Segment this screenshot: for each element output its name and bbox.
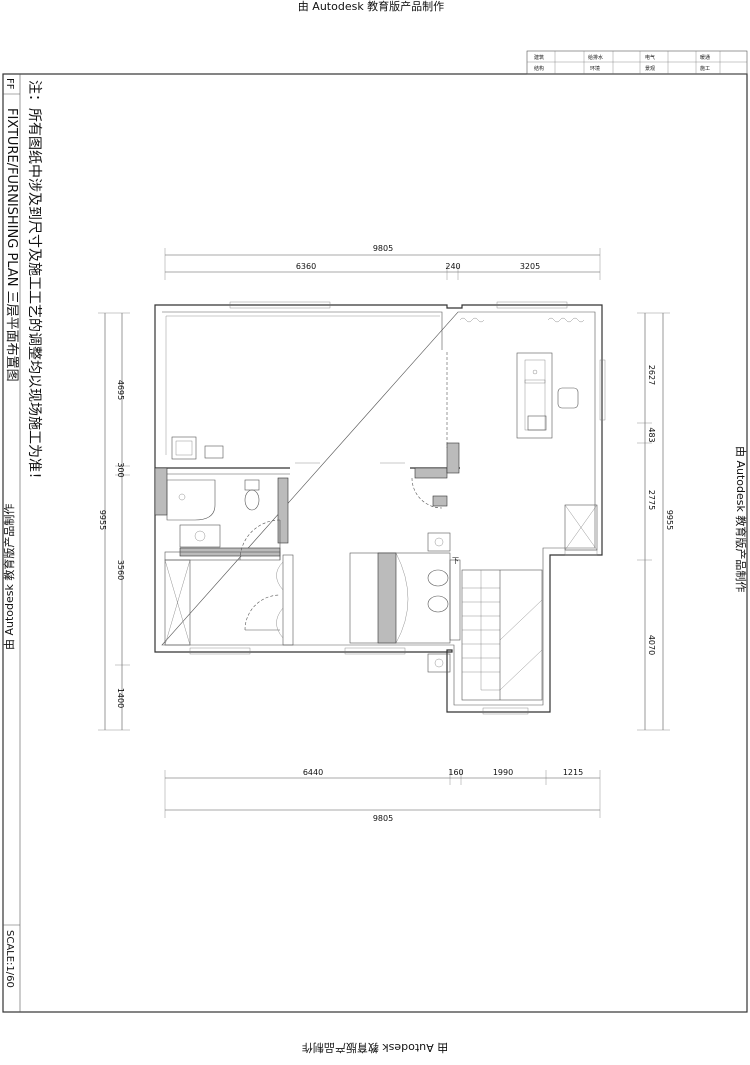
window xyxy=(496,301,568,309)
dim-top-segment: 6360 xyxy=(296,262,316,271)
dimension-left: 4695 300 3560 1400 9955 xyxy=(98,312,130,731)
dimension-right: 2627 483 2775 4070 9955 xyxy=(637,312,674,731)
dim-bottom-total: 9805 xyxy=(373,814,393,823)
nightstand xyxy=(427,653,451,673)
vanity-icon xyxy=(179,524,221,548)
title-block-cell: 环境 xyxy=(590,65,600,72)
dim-right-segment: 483 xyxy=(647,427,656,442)
dim-bottom-segment: 160 xyxy=(448,768,463,777)
dimension-top: 9805 6360 240 3205 xyxy=(164,244,601,280)
dim-bottom-segment: 1215 xyxy=(563,768,583,777)
title-block-cell: 建筑 xyxy=(534,54,544,61)
dim-top-segment: 240 xyxy=(445,262,460,271)
dim-left-segment: 3560 xyxy=(116,560,125,580)
brick-wall xyxy=(277,477,289,544)
exterior-wall xyxy=(154,304,603,713)
tv-cabinet xyxy=(282,554,294,646)
stair-direction-label: 下 xyxy=(452,557,459,565)
title-block-cell: 结构 xyxy=(534,65,544,72)
window xyxy=(482,707,529,715)
watermark-bottom: 由 Autodesk 教育版产品制作 xyxy=(302,1041,448,1055)
side-panel: FF 注：所有图纸中涉及到尺寸及施工工艺的调整均以现场施工为准！ FIXTURE… xyxy=(3,74,42,1012)
dim-top-segment: 3205 xyxy=(520,262,540,271)
staircase: 下 xyxy=(452,557,543,701)
window xyxy=(189,647,251,655)
chair-icon xyxy=(557,387,579,409)
curtain xyxy=(547,317,585,323)
door-swing xyxy=(244,594,281,631)
sheet-border xyxy=(2,73,748,1013)
plan-title: FIXTURE/FURNISHING PLAN 三层平面布置图 xyxy=(4,108,19,382)
note-text: 注：所有图纸中涉及到尺寸及施工工艺的调整均以现场施工为准！ xyxy=(26,80,42,486)
title-block-cell: 施工 xyxy=(700,65,710,72)
door-swing xyxy=(239,519,281,561)
dim-bottom-segment: 6440 xyxy=(303,768,323,777)
brick-wall xyxy=(154,467,168,516)
title-block-cell: 暖通 xyxy=(700,54,710,61)
watermark-top: 由 Autodesk 教育版产品制作 xyxy=(298,0,444,13)
desk xyxy=(516,352,553,439)
brick-wall xyxy=(414,467,448,479)
window xyxy=(229,301,331,309)
title-block: 建筑 给排水 电气 暖通 结构 环境 景观 施工 xyxy=(526,50,748,75)
monitor-icon xyxy=(527,415,547,431)
door-swing xyxy=(411,477,443,509)
toilet-icon xyxy=(244,479,260,491)
dim-right-segment: 2627 xyxy=(647,365,656,385)
sheet-code: FF xyxy=(4,78,15,90)
dim-left-segment: 4695 xyxy=(116,380,125,400)
title-block-cell: 电气 xyxy=(645,54,655,61)
sink-icon xyxy=(204,445,224,459)
dim-top-total: 9805 xyxy=(373,244,393,253)
window xyxy=(599,359,606,421)
dim-left-segment: 300 xyxy=(116,462,125,477)
dim-right-segment: 2775 xyxy=(647,490,656,510)
nightstand xyxy=(427,532,451,552)
watermark-left: 由 Autodesk 教育版产品制作 xyxy=(2,504,16,650)
washbasin-icon xyxy=(171,436,197,460)
bed xyxy=(349,552,461,644)
shower-tray-icon xyxy=(166,479,216,521)
watermark-right: 由 Autodesk 教育版产品制作 xyxy=(734,446,748,592)
dimension-bottom: 6440 160 1990 1215 9805 xyxy=(164,768,601,823)
dim-left-total: 9955 xyxy=(98,510,107,530)
curtain xyxy=(459,317,485,323)
scale-text: SCALE:1/60 xyxy=(4,930,15,988)
brick-wall xyxy=(432,495,448,507)
dim-bottom-segment: 1990 xyxy=(493,768,513,777)
dim-right-total: 9955 xyxy=(665,510,674,530)
title-block-cell: 给排水 xyxy=(588,54,603,61)
dim-left-segment: 1400 xyxy=(116,688,125,708)
floor-plan: 下 xyxy=(154,301,606,715)
brick-wall xyxy=(446,442,460,474)
dim-right-segment: 4070 xyxy=(647,635,656,655)
window xyxy=(344,647,406,655)
title-block-cell: 景观 xyxy=(645,65,655,72)
